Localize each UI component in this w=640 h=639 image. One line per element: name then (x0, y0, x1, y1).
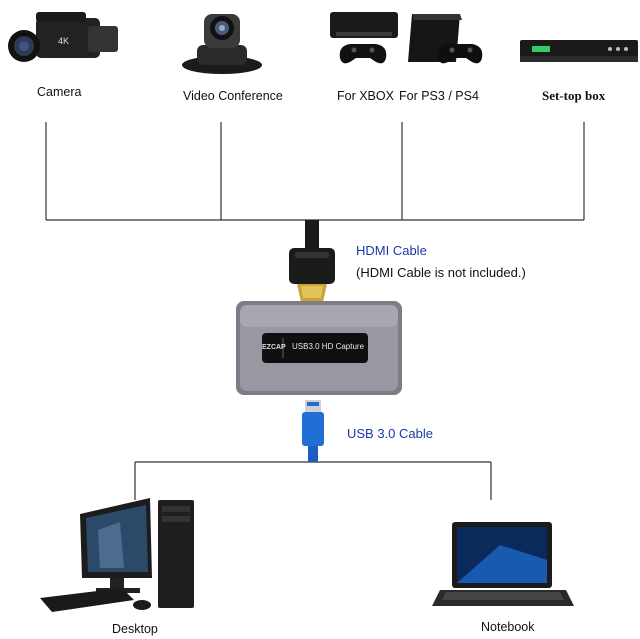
source-label-camera: Camera (37, 85, 82, 99)
source-label-xbox: For XBOX (337, 89, 394, 103)
device-brand-mark: EZCAP (262, 344, 286, 351)
camera-4k-badge: 4K (58, 36, 69, 46)
source-label-video-conference: Video Conference (183, 89, 283, 103)
output-label-notebook: Notebook (481, 620, 535, 634)
output-label-desktop: Desktop (112, 622, 158, 636)
source-label-set-top-box: Set-top box (542, 88, 606, 103)
hdmi-cable-label: HDMI Cable (356, 243, 427, 258)
device-label: USB3.0 HD Capture (292, 342, 365, 351)
source-label-ps: For PS3 / PS4 (399, 89, 479, 103)
usb-cable-label: USB 3.0 Cable (347, 426, 433, 441)
hdmi-cable-note: (HDMI Cable is not included.) (356, 265, 526, 280)
